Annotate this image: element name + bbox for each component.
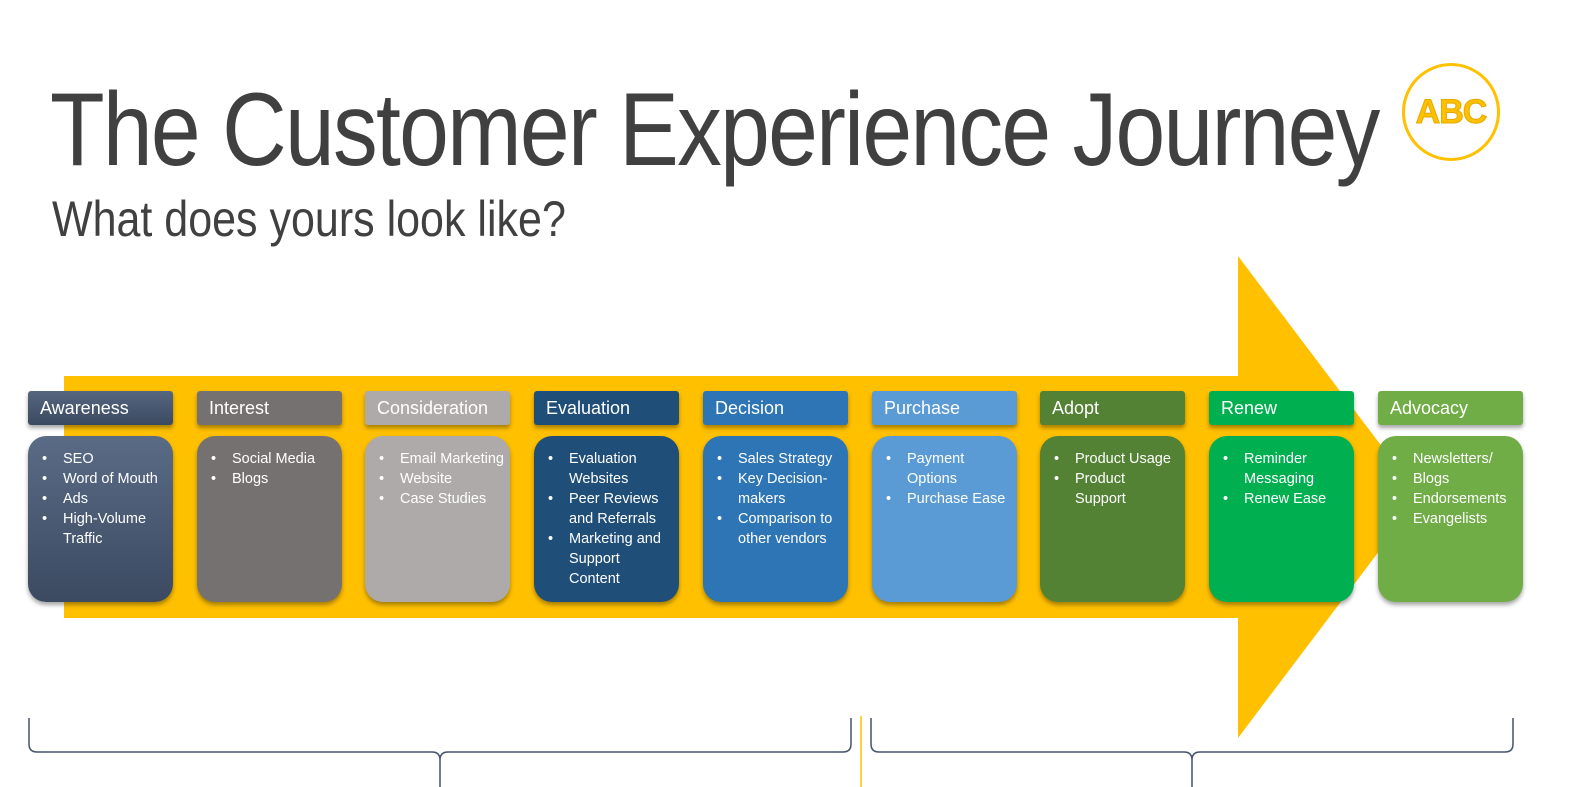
stage-item: Website bbox=[377, 469, 504, 489]
stage-item: Product Support bbox=[1052, 469, 1179, 509]
stage-header: Interest bbox=[197, 391, 342, 425]
stage-header: Consideration bbox=[365, 391, 510, 425]
stage-item: Social Media bbox=[209, 449, 336, 469]
stage-interest: InterestSocial MediaBlogs bbox=[197, 391, 342, 602]
left-phase-bracket bbox=[28, 718, 852, 787]
stage-consideration: ConsiderationEmail MarketingWebsiteCase … bbox=[365, 391, 510, 602]
stage-item: Email Marketing bbox=[377, 449, 504, 469]
stage-item: Word of Mouth bbox=[40, 469, 167, 489]
stage-awareness: AwarenessSEOWord of MouthAdsHigh-Volume … bbox=[28, 391, 173, 602]
stage-body: Product UsageProduct Support bbox=[1040, 436, 1185, 602]
stage-header: Evaluation bbox=[534, 391, 679, 425]
stage-item: Payment Options bbox=[884, 449, 1011, 489]
page-title: The Customer Experience Journey bbox=[50, 72, 1380, 188]
stage-body: Reminder MessagingRenew Ease bbox=[1209, 436, 1354, 602]
stage-item-list: Reminder MessagingRenew Ease bbox=[1221, 449, 1348, 509]
stage-item: Key Decision-makers bbox=[715, 469, 842, 509]
stage-body: Email MarketingWebsiteCase Studies bbox=[365, 436, 510, 602]
stage-header: Renew bbox=[1209, 391, 1354, 425]
stage-body: Sales StrategyKey Decision-makersCompari… bbox=[703, 436, 848, 602]
stage-item: Product Usage bbox=[1052, 449, 1179, 469]
logo-text: ABC bbox=[1415, 92, 1488, 131]
stage-item-list: Newsletters/BlogsEndorsementsEvangelists bbox=[1390, 449, 1517, 529]
stage-item: Purchase Ease bbox=[884, 489, 1011, 509]
stage-header: Adopt bbox=[1040, 391, 1185, 425]
stage-item: Endorsements bbox=[1390, 489, 1517, 509]
stage-body: Evaluation WebsitesPeer Reviews and Refe… bbox=[534, 436, 679, 602]
stage-body: SEOWord of MouthAdsHigh-Volume Traffic bbox=[28, 436, 173, 602]
stage-header: Purchase bbox=[872, 391, 1017, 425]
page-subtitle: What does yours look like? bbox=[52, 191, 566, 247]
stage-item: Ads bbox=[40, 489, 167, 509]
stage-item: Case Studies bbox=[377, 489, 504, 509]
stage-item: Renew Ease bbox=[1221, 489, 1348, 509]
stage-item-list: Payment OptionsPurchase Ease bbox=[884, 449, 1011, 509]
abc-logo: ABC bbox=[1402, 63, 1500, 161]
stage-item: High-Volume Traffic bbox=[40, 509, 167, 549]
stage-item: Newsletters/ bbox=[1390, 449, 1517, 469]
stage-body: Payment OptionsPurchase Ease bbox=[872, 436, 1017, 602]
stage-decision: DecisionSales StrategyKey Decision-maker… bbox=[703, 391, 848, 602]
stage-advocacy: AdvocacyNewsletters/BlogsEndorsementsEva… bbox=[1378, 391, 1523, 602]
stage-adopt: AdoptProduct UsageProduct Support bbox=[1040, 391, 1185, 602]
stage-item-list: Social MediaBlogs bbox=[209, 449, 336, 489]
stage-item: Marketing and Support Content bbox=[546, 529, 673, 589]
stage-item: SEO bbox=[40, 449, 167, 469]
stage-evaluation: EvaluationEvaluation WebsitesPeer Review… bbox=[534, 391, 679, 602]
stage-item: Blogs bbox=[1390, 469, 1517, 489]
stage-body: Social MediaBlogs bbox=[197, 436, 342, 602]
stage-header: Decision bbox=[703, 391, 848, 425]
stage-item-list: Product UsageProduct Support bbox=[1052, 449, 1179, 509]
stage-item-list: Email MarketingWebsiteCase Studies bbox=[377, 449, 504, 509]
stage-item-list: Sales StrategyKey Decision-makersCompari… bbox=[715, 449, 842, 549]
stage-item-list: SEOWord of MouthAdsHigh-Volume Traffic bbox=[40, 449, 167, 549]
stage-item: Reminder Messaging bbox=[1221, 449, 1348, 489]
stage-body: Newsletters/BlogsEndorsementsEvangelists bbox=[1378, 436, 1523, 602]
stage-item: Peer Reviews and Referrals bbox=[546, 489, 673, 529]
stage-item: Evaluation Websites bbox=[546, 449, 673, 489]
stage-purchase: PurchasePayment OptionsPurchase Ease bbox=[872, 391, 1017, 602]
stage-header: Advocacy bbox=[1378, 391, 1523, 425]
stage-item: Sales Strategy bbox=[715, 449, 842, 469]
stage-header: Awareness bbox=[28, 391, 173, 425]
stage-item: Evangelists bbox=[1390, 509, 1517, 529]
stage-item: Comparison to other vendors bbox=[715, 509, 842, 549]
stage-renew: RenewReminder MessagingRenew Ease bbox=[1209, 391, 1354, 602]
stage-item-list: Evaluation WebsitesPeer Reviews and Refe… bbox=[546, 449, 673, 589]
stage-item: Blogs bbox=[209, 469, 336, 489]
right-phase-bracket bbox=[870, 718, 1514, 787]
